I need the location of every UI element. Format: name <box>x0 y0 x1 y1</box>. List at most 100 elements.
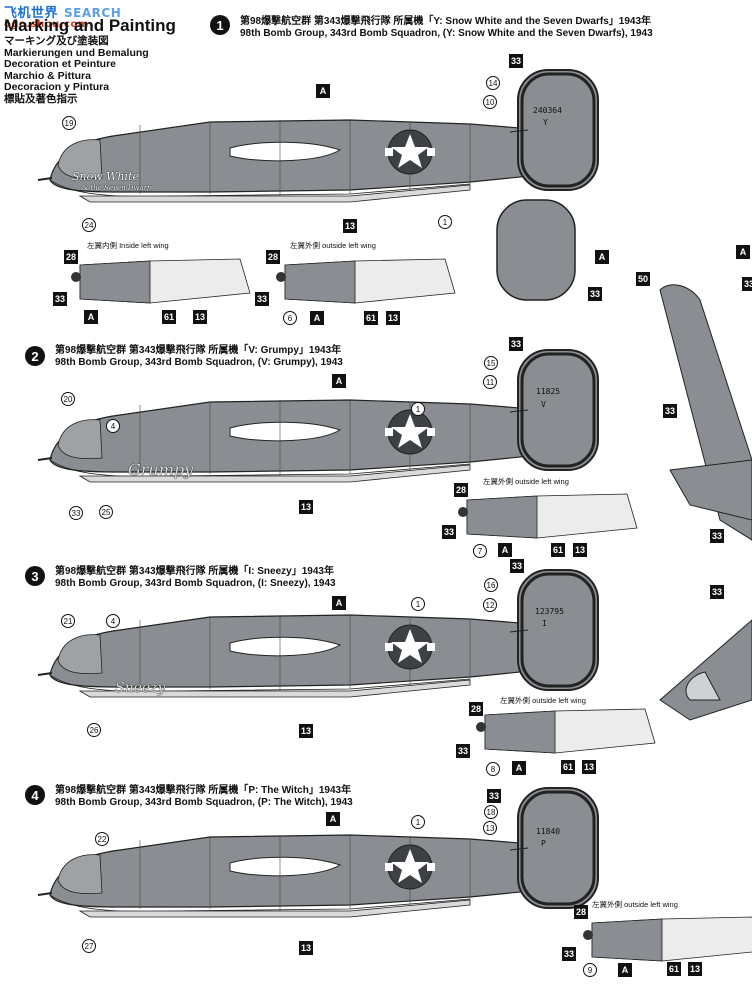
callout-21: 21 <box>61 614 75 628</box>
tail-letter-2: V <box>541 400 546 409</box>
section-3-en: 98th Bomb Group, 343rd Bomb Squadron, (I… <box>55 578 336 589</box>
callout-28: 28 <box>469 702 483 716</box>
callout-14: 14 <box>486 76 500 90</box>
callout-28: 28 <box>454 483 468 497</box>
callout-33: 33 <box>53 292 67 306</box>
callout-4: 4 <box>106 614 120 628</box>
header-line-de: Markierungen und Bemalung <box>4 46 149 59</box>
marking-header: Marking and Painting マーキング及び塗装図 Markieru… <box>4 16 176 105</box>
callout-28: 28 <box>266 250 280 264</box>
callout-27: 27 <box>82 939 96 953</box>
callout-13: 13 <box>343 219 357 233</box>
callout-6: 6 <box>283 311 297 325</box>
wing-label-outside-2: 左翼外側 outside left wing <box>483 477 569 486</box>
header-title: Marking and Painting <box>4 16 176 35</box>
watermark-search: SEARCH <box>64 6 122 20</box>
callout-33: 33 <box>456 744 470 758</box>
wing-label-outside-4: 左翼外側 outside left wing <box>592 900 678 909</box>
callout-A: A <box>512 761 526 775</box>
callout-33: 33 <box>69 506 83 520</box>
nose-art-3: Sneezy <box>115 680 166 696</box>
section-1-title: 第98爆撃航空群 第343爆撃飛行隊 所属機「Y: Snow White and… <box>240 16 750 40</box>
section-4-title: 第98爆撃航空群 第343爆撃飛行隊 所属機「P: The Witch」1943… <box>55 785 505 809</box>
callout-61: 61 <box>551 543 565 557</box>
callout-1: 1 <box>411 815 425 829</box>
section-4-en: 98th Bomb Group, 343rd Bomb Squadron, (P… <box>55 797 353 808</box>
callout-13: 13 <box>299 724 313 738</box>
callout-61: 61 <box>667 962 681 976</box>
section-badge-4: 4 <box>25 785 45 805</box>
callout-28: 28 <box>574 905 588 919</box>
callout-11: 11 <box>483 375 497 389</box>
callout-22: 22 <box>95 832 109 846</box>
callout-1: 1 <box>411 597 425 611</box>
callout-A: A <box>332 596 346 610</box>
tail-serial-4: 11840 <box>536 827 561 836</box>
callout-13: 13 <box>573 543 587 557</box>
wing-label-outside-3: 左翼外側 outside left wing <box>500 696 586 705</box>
header-line-es: Decoracion y Pintura <box>4 81 110 93</box>
tail-letter-1: Y <box>543 118 548 127</box>
callout-13: 13 <box>483 821 497 835</box>
callout-18: 18 <box>484 805 498 819</box>
tail-serial-2: 11825 <box>536 387 561 396</box>
callout-16: 16 <box>484 578 498 592</box>
callout-33: 33 <box>710 585 724 599</box>
section-2-title: 第98爆撃航空群 第343爆撃飛行隊 所属機「V: Grumpy」1943年 9… <box>55 345 505 369</box>
section-badge-3: 3 <box>25 566 45 586</box>
header-line-jp: マーキング及び塗装図 <box>4 35 109 47</box>
header-line-cn: 標貼及著色指示 <box>4 92 78 105</box>
section-1-en: 98th Bomb Group, 343rd Bomb Squadron, (Y… <box>240 28 653 39</box>
watermark-brand: 飞机世界 <box>4 6 59 21</box>
callout-33: 33 <box>742 277 752 291</box>
callout-33: 33 <box>442 525 456 539</box>
section-badge-2: 2 <box>25 346 45 366</box>
tail-letter-4: P <box>541 839 546 848</box>
wing-label-outside-1: 左翼外側 outside left wing <box>290 241 376 250</box>
nose-art-1: Snow White <box>72 170 139 183</box>
tail-serial-3: 123795 <box>535 607 564 616</box>
callout-9: 9 <box>583 963 597 977</box>
callout-A: A <box>736 245 750 259</box>
callout-A: A <box>316 84 330 98</box>
callout-33: 33 <box>588 287 602 301</box>
callout-33: 33 <box>487 789 501 803</box>
callout-33: 33 <box>562 947 576 961</box>
callout-19: 19 <box>62 116 76 130</box>
section-4-jp: 第98爆撃航空群 第343爆撃飛行隊 所属機「P: The Witch」1943… <box>55 785 352 796</box>
callout-61: 61 <box>162 310 176 324</box>
callout-33: 33 <box>510 559 524 573</box>
section-1-jp: 第98爆撃航空群 第343爆撃飛行隊 所属機「Y: Snow White and… <box>240 16 652 27</box>
callout-33: 33 <box>710 529 724 543</box>
callout-33: 33 <box>509 54 523 68</box>
callout-10: 10 <box>483 95 497 109</box>
callout-A: A <box>84 310 98 324</box>
callout-13: 13 <box>582 760 596 774</box>
callout-25: 25 <box>99 505 113 519</box>
callout-61: 61 <box>364 311 378 325</box>
callout-13: 13 <box>688 962 702 976</box>
callout-A: A <box>326 812 340 826</box>
section-badge-1: 1 <box>210 15 230 35</box>
callout-8: 8 <box>486 762 500 776</box>
callout-24: 24 <box>82 218 96 232</box>
section-3-jp: 第98爆撃航空群 第343爆撃飛行隊 所属機「I: Sneezy」1943年 <box>55 566 334 577</box>
callout-50: 50 <box>636 272 650 286</box>
tail-letter-3: I <box>542 619 547 628</box>
callout-4: 4 <box>106 419 120 433</box>
callout-33: 33 <box>509 337 523 351</box>
callout-61: 61 <box>561 760 575 774</box>
callout-7: 7 <box>473 544 487 558</box>
callout-13: 13 <box>299 500 313 514</box>
callout-28: 28 <box>64 250 78 264</box>
nose-art-2: Grumpy <box>128 460 194 479</box>
callout-33: 33 <box>663 404 677 418</box>
header-line-it: Marchio & Pittura <box>4 69 91 82</box>
header-line-fr: Decoration et Peinture <box>4 58 117 70</box>
section-3-title: 第98爆撃航空群 第343爆撃飛行隊 所属機「I: Sneezy」1943年 9… <box>55 566 505 590</box>
callout-33: 33 <box>255 292 269 306</box>
callout-20: 20 <box>61 392 75 406</box>
